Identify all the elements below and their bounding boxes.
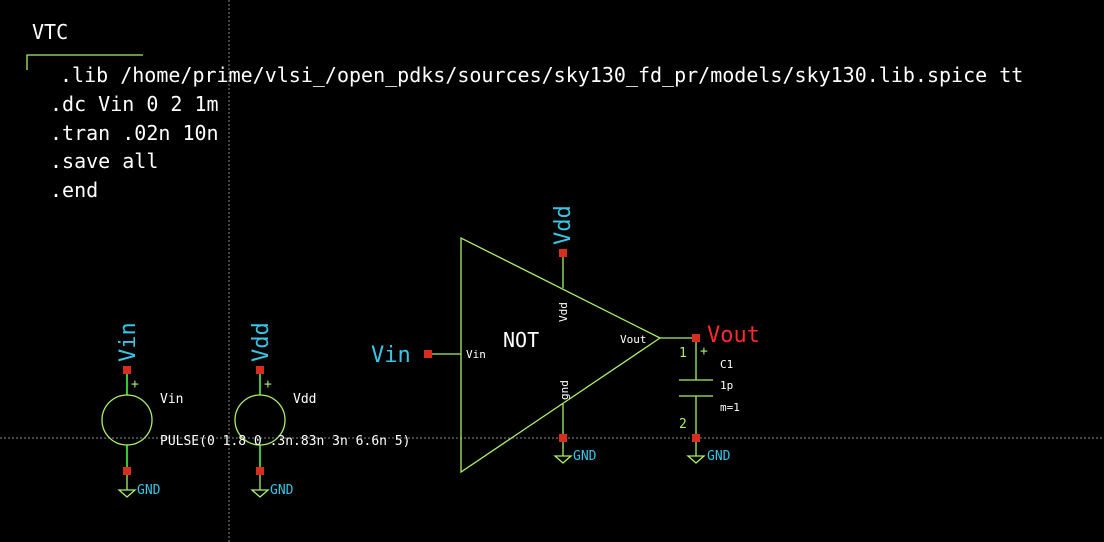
netlist-line-save[interactable]: .save all [50, 149, 158, 173]
vin-gnd-label: GND [137, 483, 161, 498]
schematic-title: VTC [32, 20, 68, 44]
not-gate[interactable]: NOT Vdd Vdd Vin Vin Vout Vout gnd GND [371, 205, 760, 474]
cap-name: C1 [720, 358, 733, 371]
not-gate-body [460, 236, 662, 474]
gate-gnd-pin-label: gnd [558, 380, 571, 400]
gate-vin-pin[interactable] [424, 350, 432, 358]
vin-top-pin[interactable] [123, 366, 131, 374]
vin-source[interactable]: Vin + Vin GND [101, 322, 183, 498]
vin-bottom-pin[interactable] [123, 467, 131, 475]
gate-vin-pin-label: Vin [466, 348, 486, 361]
gate-gnd-label: GND [573, 449, 597, 464]
cap-plus-sign: + [700, 344, 708, 359]
capacitor-c1[interactable]: 1 + 2 C1 1p m=1 GND [679, 342, 740, 464]
cap-gnd-label: GND [707, 449, 731, 464]
vdd-plus-sign: + [264, 377, 272, 392]
vin-plus-sign: + [131, 377, 139, 392]
gate-vdd-net-label[interactable]: Vdd [551, 205, 576, 245]
cap-multiplier: m=1 [720, 401, 740, 414]
vin-source-name: Vin [160, 392, 183, 407]
vdd-gnd-icon [250, 475, 270, 498]
vin-source-circle [101, 394, 153, 446]
gate-gnd-pin[interactable] [559, 434, 567, 442]
vin-net-label[interactable]: Vin [116, 322, 141, 362]
vdd-net-label[interactable]: Vdd [249, 322, 274, 362]
vdd-source-name: Vdd [293, 392, 316, 407]
gate-vdd-pin-label: Vdd [557, 302, 570, 322]
cap-bottom-pin[interactable] [692, 434, 700, 442]
netlist-line-end[interactable]: .end [50, 178, 98, 202]
gate-gnd-icon [553, 442, 573, 464]
gate-vout-pin[interactable] [692, 334, 700, 342]
netlist-line-tran[interactable]: .tran .02n 10n [50, 121, 219, 145]
vdd-gnd-label: GND [270, 483, 294, 498]
cap-gnd-icon [686, 442, 706, 464]
code-block-bracket [26, 54, 143, 70]
cap-pin1-number: 1 [679, 346, 687, 361]
cap-value: 1p [720, 379, 733, 392]
vin-gnd-icon [117, 475, 137, 498]
netlist-line-dc[interactable]: .dc Vin 0 2 1m [50, 92, 219, 116]
vdd-source[interactable]: Vdd + Vdd GND [234, 322, 316, 498]
cap-pin2-number: 2 [679, 417, 687, 432]
vdd-source-circle [234, 394, 286, 446]
pulse-source-value: PULSE(0 1.8 0 .3n.83n 3n 6.6n 5) [160, 434, 410, 449]
gate-vdd-pin[interactable] [559, 249, 567, 257]
netlist-line-lib[interactable]: .lib /home/prime/vlsi_/open_pdks/sources… [60, 63, 1023, 87]
gate-vin-net-label[interactable]: Vin [371, 343, 411, 368]
vdd-top-pin[interactable] [256, 366, 264, 374]
vdd-bottom-pin[interactable] [256, 467, 264, 475]
gate-vout-pin-label: Vout [620, 333, 647, 346]
not-gate-label: NOT [503, 328, 539, 352]
gate-vout-net-label[interactable]: Vout [707, 323, 760, 348]
